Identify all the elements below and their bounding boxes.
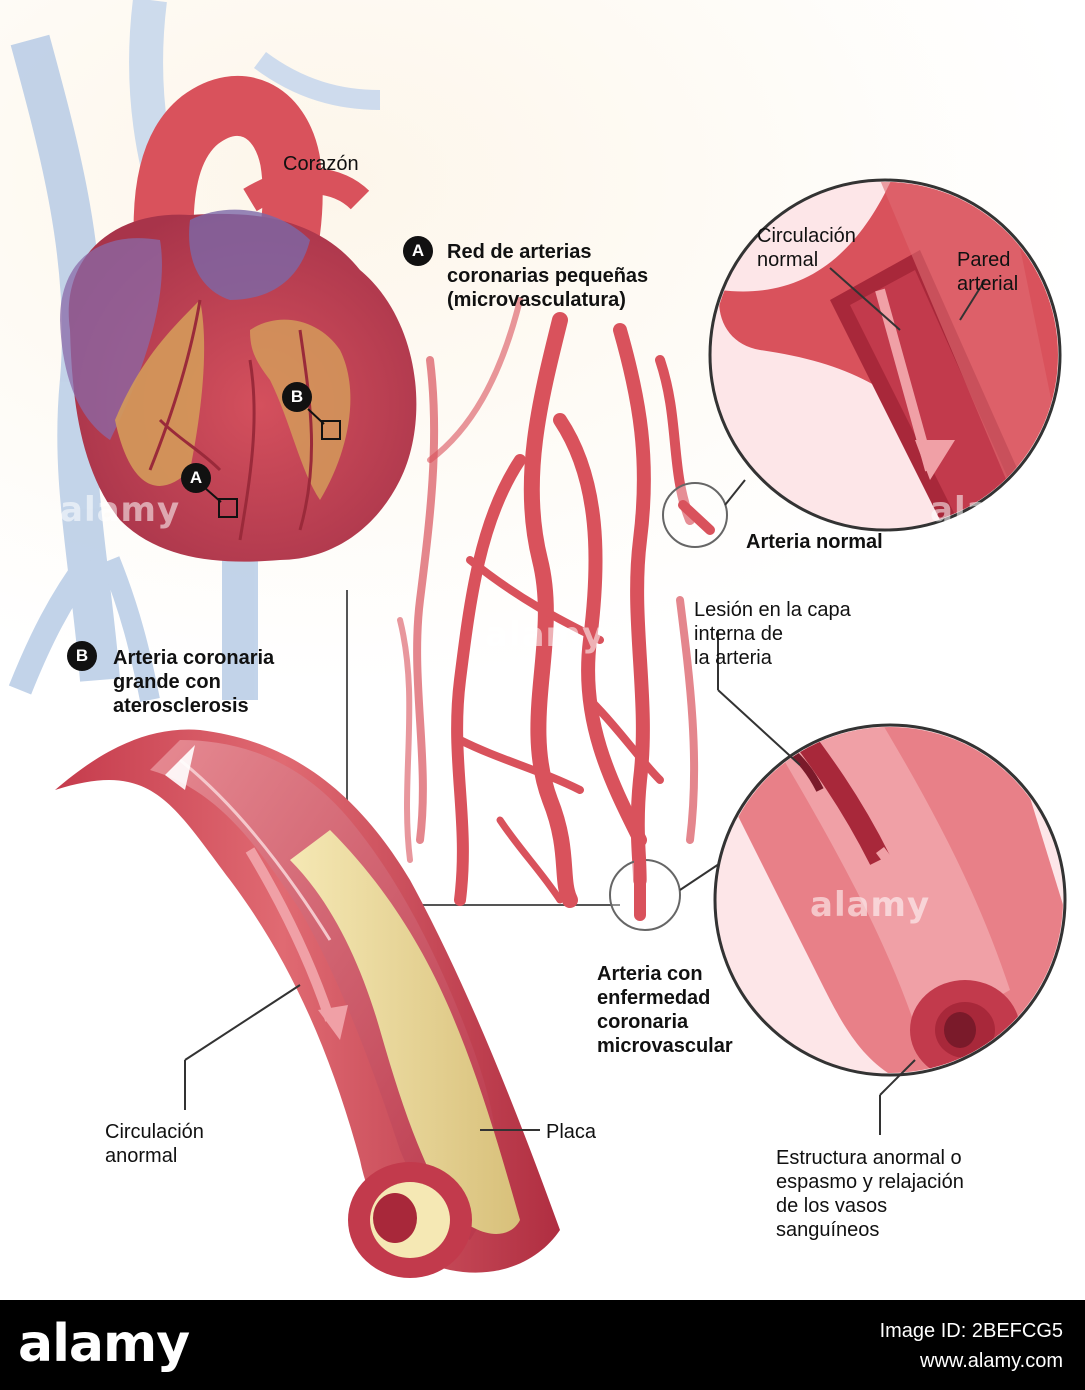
watermark: alamy: [930, 490, 1051, 530]
marker-badge-b: B: [67, 641, 97, 671]
marker-box-b: [321, 420, 341, 440]
heart: [60, 209, 417, 562]
label-abnormal-flow: Circulación anormal: [105, 1121, 204, 1167]
heart-vessels: [148, 299, 314, 541]
magnifier-small-circles: [609, 479, 746, 931]
marker-badge-a-heart: A: [181, 463, 211, 493]
label-inner-layer-injury: Lesión en la capa interna de la arteria: [694, 599, 851, 669]
label-microvasculature: Red de arterias coronarias pequeñas (mic…: [447, 241, 649, 311]
microvasculature: [397, 297, 699, 908]
marker-badge-b-heart: B: [282, 382, 312, 412]
label-abnormal-structure: Estructura anormal o espasmo y relajació…: [776, 1147, 964, 1241]
label-normal-flow: Circulación normal: [757, 225, 856, 271]
marker-box-a: [218, 498, 238, 518]
footer-info: Image ID: 2BEFCG5 www.alamy.com: [880, 1316, 1063, 1376]
label-heart: Corazón: [283, 153, 359, 175]
label-normal-artery: Arteria normal: [746, 531, 883, 553]
illustration: [0, 0, 1085, 1278]
label-arterial-wall: Pared arterial: [957, 249, 1019, 295]
watermark: alamy: [810, 885, 931, 925]
label-large-coronary: Arteria coronaria grande con aterosclero…: [113, 647, 275, 717]
stock-footer: alamy Image ID: 2BEFCG5 www.alamy.com: [0, 1300, 1085, 1390]
alamy-logo: alamy: [18, 1314, 190, 1374]
atherosclerotic-artery: [55, 729, 560, 1278]
watermark: alamy: [485, 615, 606, 655]
diagram-stage: alamy alamy alamy alamy Corazón A Red de…: [0, 0, 1085, 1278]
image-id: Image ID: 2BEFCG5: [879, 1320, 1063, 1342]
label-microvascular-disease: Arteria con enfermedad coronaria microva…: [597, 963, 733, 1057]
marker-badge-a: A: [403, 236, 433, 266]
footer-url: www.alamy.com: [920, 1350, 1063, 1372]
label-plaque: Placa: [546, 1121, 597, 1143]
watermark: alamy: [60, 490, 181, 530]
